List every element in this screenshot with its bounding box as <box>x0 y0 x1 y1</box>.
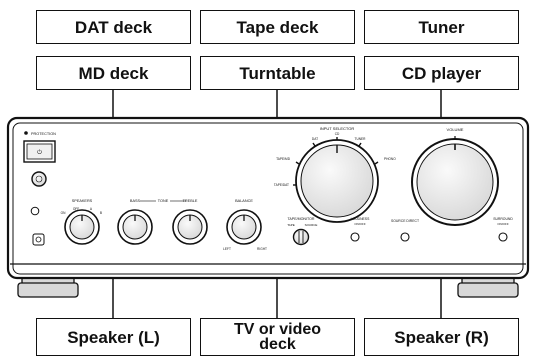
input-tape-dat: TAPE/DAT <box>274 183 289 187</box>
tape-monitor <box>292 228 310 246</box>
amplifier-chassis <box>6 116 530 280</box>
volume-label: VOLUME <box>447 127 464 132</box>
surround-label: SURROUND <box>493 217 513 221</box>
function-buttons <box>350 232 508 242</box>
cd-player-label: CD player <box>364 56 519 90</box>
tone-label: TONE <box>158 199 169 203</box>
remote-sensor <box>31 171 47 187</box>
tape-monitor-tape-mark: TAPE <box>287 223 295 227</box>
tape-monitor-label: TAPE/MONITOR <box>287 217 314 221</box>
right-front-foot <box>461 273 515 285</box>
input-selector-knob <box>295 139 379 223</box>
tape-monitor-source-mark: SOURCE <box>305 223 318 227</box>
turntable-label: Turntable <box>200 56 355 90</box>
input-dat: DAT <box>312 137 318 141</box>
amplifier-feet <box>17 273 519 298</box>
source-direct-button <box>400 232 410 242</box>
bass-knob <box>117 209 153 245</box>
dat-deck-label: DAT deck <box>36 10 191 44</box>
tuner-label: Tuner <box>364 10 519 44</box>
input-tape-md: TAPE/MD <box>276 157 291 161</box>
power-icon: ⏻ <box>37 149 42 156</box>
speakers-a-mark: A <box>90 207 93 211</box>
tone-controls <box>117 200 262 245</box>
bass-label: BASS <box>130 199 141 203</box>
tape-monitor-knob <box>292 228 310 246</box>
power-switch <box>23 140 56 163</box>
input-selector <box>293 137 379 223</box>
input-selector-label: INPUT SELECTOR <box>320 126 355 131</box>
speakers-label: SPEAKERS <box>72 199 93 203</box>
source-direct-label: SOURCE DIRECT <box>391 219 419 223</box>
right-front-foot-base <box>457 282 519 298</box>
balance-label: BALANCE <box>235 199 253 203</box>
connection-lines <box>112 90 442 318</box>
phones-jack <box>32 233 45 246</box>
tv-video-deck-label: TV or video deck <box>200 318 355 356</box>
volume-knob <box>411 138 499 226</box>
balance-left-mark: LEFT <box>223 247 231 251</box>
speaker-selector <box>30 206 100 246</box>
loudness-button <box>350 232 360 242</box>
loudness-onoff-mark: ON/OFF <box>354 222 365 226</box>
power-section: PROTECTION ⏻ <box>23 131 56 187</box>
input-cd: CD <box>335 132 340 136</box>
input-phono: PHONO <box>384 157 396 161</box>
tv-video-line1: TV or video <box>233 321 322 338</box>
treble-label: TREBLE <box>183 199 198 203</box>
tv-video-line2: deck <box>259 336 296 353</box>
speaker-right-label: Speaker (R) <box>364 318 519 356</box>
speakers-knob <box>64 209 100 245</box>
volume-control <box>411 136 499 226</box>
loudness-label: LOUDNESS <box>351 217 370 221</box>
protection-led <box>24 131 28 135</box>
speakers-b-mark: B <box>100 211 102 215</box>
speakers-on-mark: ON <box>61 211 66 215</box>
speakers-a-button <box>30 206 40 216</box>
surround-button <box>498 232 508 242</box>
surround-onoff-mark: ON/OFF <box>497 222 508 226</box>
balance-right-mark: RIGHT <box>257 247 267 251</box>
tape-deck-label: Tape deck <box>200 10 355 44</box>
protection-label: PROTECTION <box>31 132 56 136</box>
balance-knob <box>226 209 262 245</box>
speaker-left-label: Speaker (L) <box>36 318 191 356</box>
md-deck-label: MD deck <box>36 56 191 90</box>
left-front-foot-base <box>17 282 79 298</box>
speakers-off-mark: OFF <box>73 207 79 211</box>
treble-knob <box>172 209 208 245</box>
left-front-foot <box>21 273 75 285</box>
input-tuner: TUNER <box>355 137 367 141</box>
